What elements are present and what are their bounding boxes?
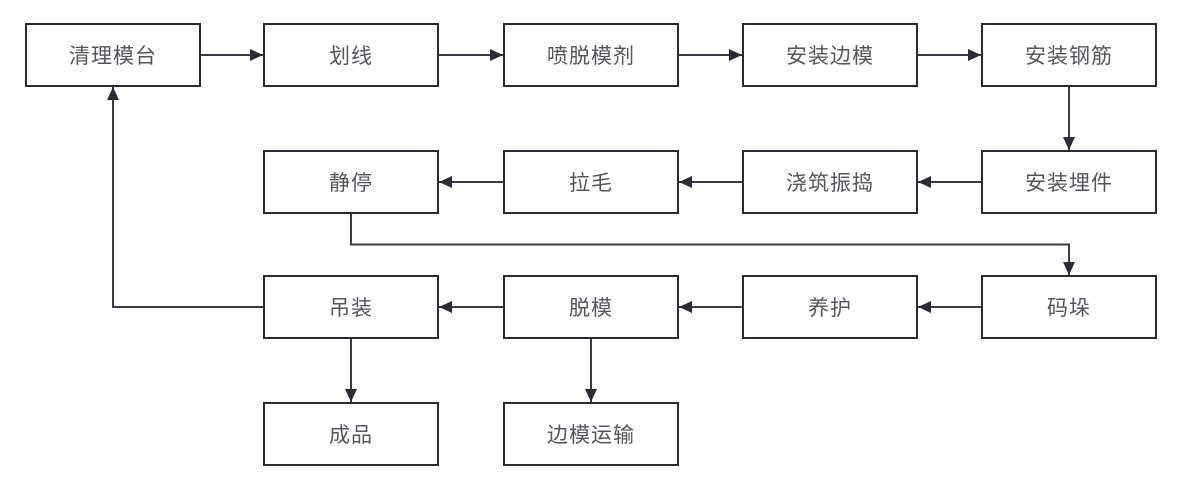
node-stack: 码垛 bbox=[981, 275, 1157, 339]
node-install-embeds: 安装埋件 bbox=[981, 150, 1157, 214]
node-spray-release-agent: 喷脱模剂 bbox=[503, 23, 679, 87]
node-hoist: 吊装 bbox=[263, 275, 439, 339]
node-cure: 养护 bbox=[742, 275, 918, 339]
node-pour-vibrate: 浇筑振捣 bbox=[742, 150, 918, 214]
node-clean-table: 清理模台 bbox=[25, 23, 201, 87]
edge-hoist-to-clean-table bbox=[107, 87, 263, 308]
node-finished-product: 成品 bbox=[263, 402, 439, 466]
node-roughening: 拉毛 bbox=[503, 150, 679, 214]
node-install-side-mold: 安装边模 bbox=[742, 23, 918, 87]
node-install-rebar: 安装钢筋 bbox=[981, 23, 1157, 87]
edge-rest-to-stack bbox=[350, 214, 1075, 275]
node-side-mold-transport: 边模运输 bbox=[503, 402, 679, 466]
node-demold: 脱模 bbox=[503, 275, 679, 339]
node-rest: 静停 bbox=[263, 150, 439, 214]
node-marking: 划线 bbox=[263, 23, 439, 87]
